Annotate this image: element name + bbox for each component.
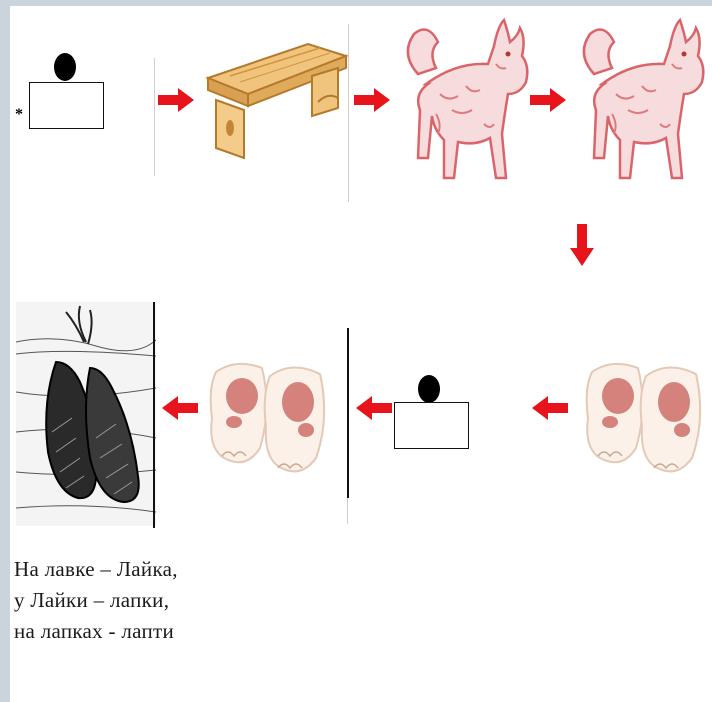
word-box [29, 82, 104, 129]
paws-picture [582, 352, 712, 488]
divider-line [154, 58, 155, 176]
poem-line-3: на лапках - лапти [14, 616, 178, 647]
asterisk-mark: * [15, 106, 23, 124]
arrow-down-icon [570, 224, 594, 266]
arrow-left-icon [162, 396, 198, 420]
word-box [394, 402, 469, 449]
arrow-left-icon [356, 396, 392, 420]
divider-line [347, 328, 349, 498]
tongue-twister-text: На лавке – Лайка, у Лайки – лапки, на ла… [14, 554, 178, 647]
dog-picture [572, 14, 712, 194]
arrow-right-icon [158, 88, 194, 112]
divider-line [347, 498, 348, 524]
poem-line-1: На лавке – Лайка, [14, 554, 178, 585]
arrow-right-icon [530, 88, 566, 112]
bast-shoes-picture [16, 302, 156, 526]
stress-dot [54, 53, 76, 81]
paws-picture [206, 352, 336, 488]
dog-picture [396, 14, 536, 194]
arrow-left-icon [532, 396, 568, 420]
bench-picture [200, 36, 350, 162]
stress-dot [418, 375, 440, 403]
divider-line [348, 24, 349, 202]
picture-frame: * [10, 6, 712, 702]
arrow-right-icon [354, 88, 390, 112]
poem-line-2: у Лайки – лапки, [14, 585, 178, 616]
divider-line [153, 302, 155, 528]
